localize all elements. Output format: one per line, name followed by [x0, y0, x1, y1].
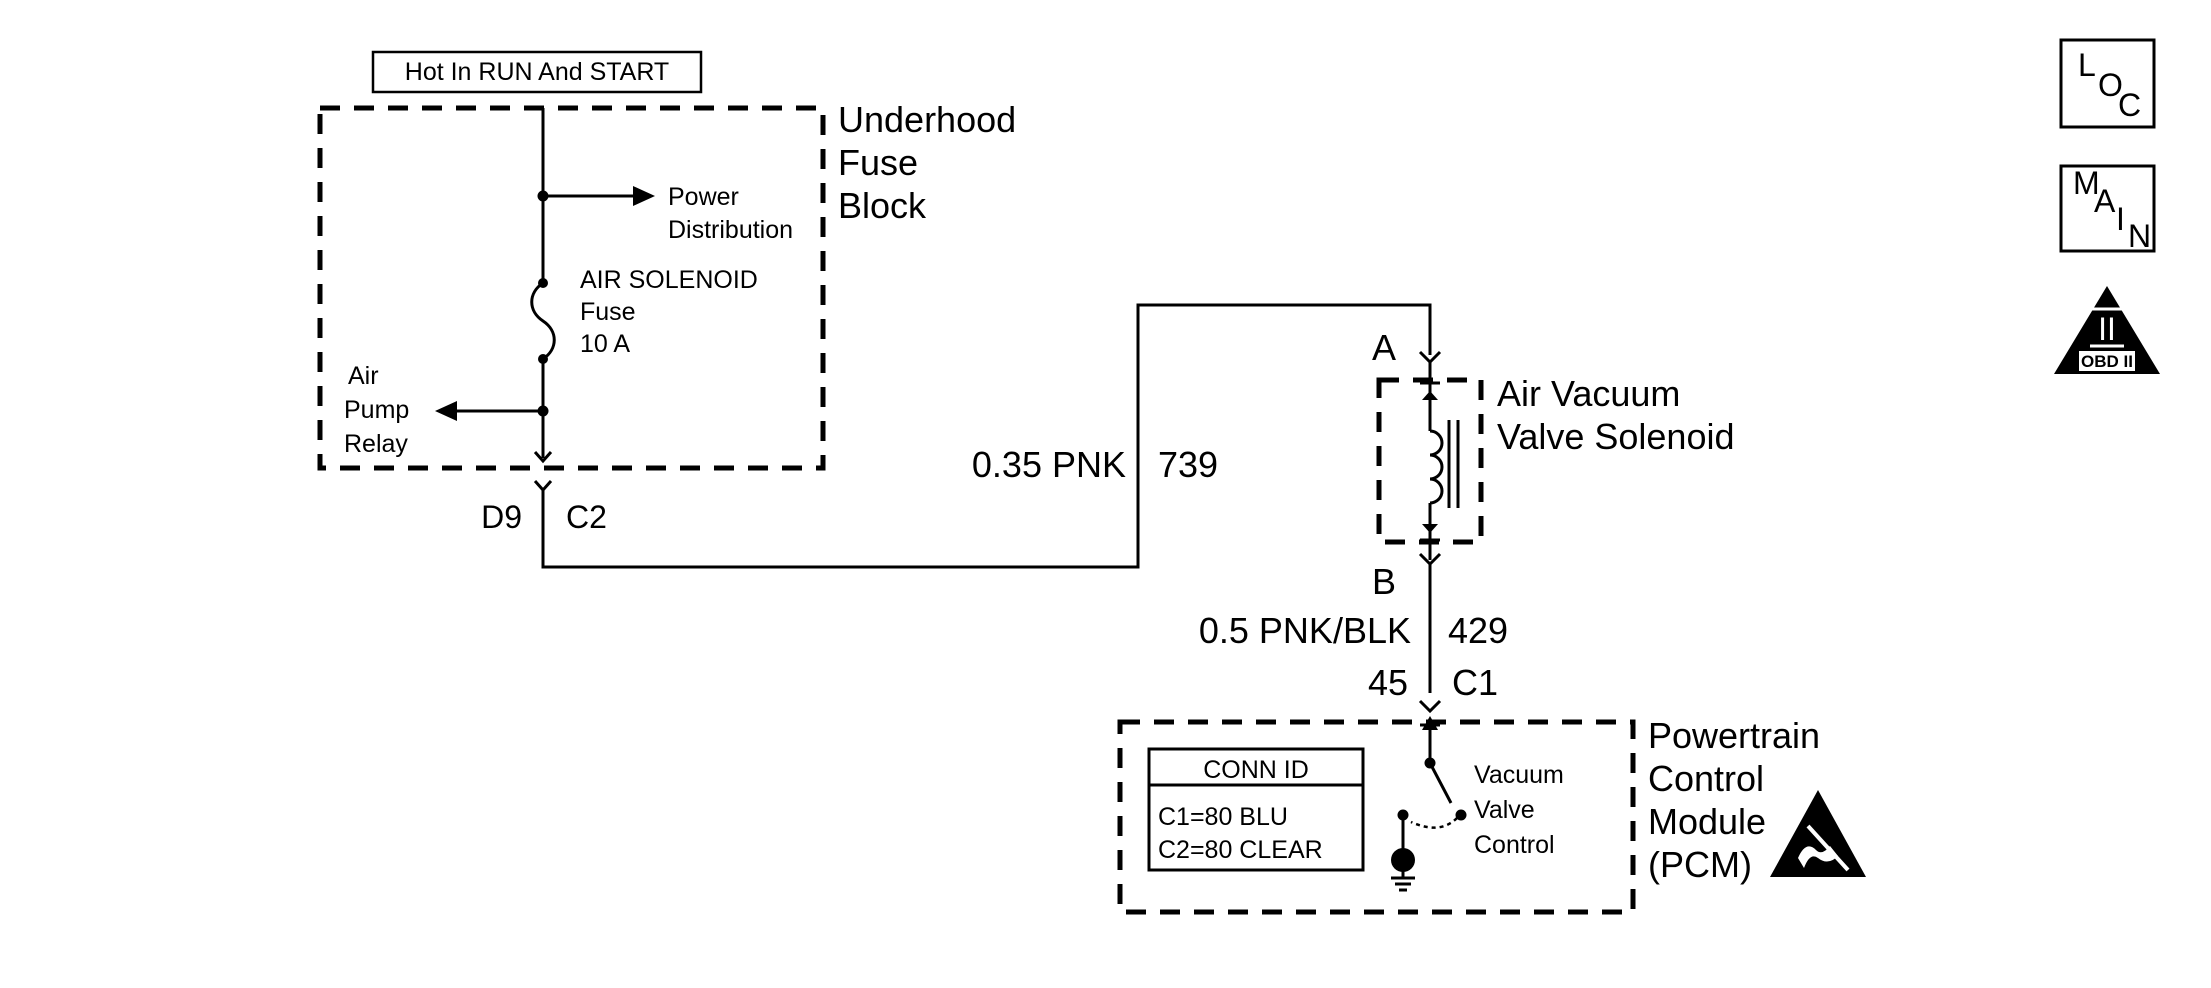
pcm-name-2: Control — [1648, 758, 1764, 799]
relay-line3: Relay — [344, 430, 408, 458]
pcm-term-arrow-icon — [1422, 716, 1438, 730]
obd-label: OBD II — [2081, 352, 2133, 371]
pcm-switch-pivot — [1455, 809, 1467, 821]
pcm-outline — [1117, 719, 1636, 915]
hot-in-label-box: Hot In RUN And START — [371, 50, 703, 94]
hot-in-label: Hot In RUN And START — [405, 58, 669, 86]
pcm-ground-node — [1391, 848, 1415, 872]
pcm-name-4: (PCM) — [1648, 844, 1752, 885]
main-letter-i: I — [2116, 201, 2125, 237]
c2-pin: D9 — [481, 499, 522, 535]
fuse-icon — [530, 281, 556, 361]
conn-id-line1: C1=80 BLU — [1158, 803, 1288, 831]
relay-arrow-icon — [435, 401, 457, 421]
fuse-line2: Fuse — [580, 298, 636, 326]
pcm-name-1: Powertrain — [1648, 715, 1820, 756]
pcm-name-3: Module — [1648, 801, 1766, 842]
power-dist-line1: Power — [668, 183, 739, 211]
loc-letter-c: C — [2118, 87, 2141, 123]
c2-female-icon — [533, 451, 553, 464]
pcm-switch-blade — [1428, 762, 1453, 804]
solenoid-pin-a: A — [1372, 327, 1396, 368]
wire-739 — [541, 303, 1432, 569]
main-letter-a: A — [2094, 183, 2116, 219]
c2-name: C2 — [566, 499, 607, 535]
fuse-block-name-2: Fuse — [838, 142, 918, 183]
c1-name: C1 — [1452, 662, 1498, 703]
loc-letter-o: O — [2098, 67, 2123, 103]
wire-429-circuit: 429 — [1448, 610, 1508, 651]
fuse-block-name-1: Underhood — [838, 99, 1016, 140]
wire-739-gauge-color: 0.35 PNK — [972, 444, 1126, 485]
c1-female-icon — [1418, 699, 1442, 714]
solenoid-coil-icon — [1429, 429, 1444, 505]
loc-icon[interactable]: L O C — [2059, 38, 2156, 129]
relay-line2: Pump — [344, 396, 409, 424]
main-icon[interactable]: M A I N — [2059, 164, 2156, 254]
fuse-line3: 10 A — [580, 330, 630, 358]
pcm-control-link — [1410, 817, 1458, 829]
conn-id-title: CONN ID — [1203, 756, 1309, 784]
c2-male-icon — [533, 480, 553, 493]
fuse-line1: AIR SOLENOID — [580, 266, 758, 294]
pcm-control-line2: Valve — [1474, 796, 1535, 824]
main-letter-m: M — [2073, 165, 2100, 201]
conn-id-line2: C2=80 CLEAR — [1158, 836, 1323, 864]
esd-warning-icon — [1770, 790, 1866, 877]
obd-ii-icon[interactable]: II OBD II — [2054, 286, 2160, 374]
wire-739-circuit: 739 — [1158, 444, 1218, 485]
pcm-control-line3: Control — [1474, 831, 1555, 859]
solenoid-term-b-arrow-icon — [1422, 524, 1438, 533]
power-dist-arrow-icon — [633, 186, 655, 206]
solenoid-name-2: Valve Solenoid — [1497, 416, 1735, 457]
pcm-control-line1: Vacuum — [1474, 761, 1564, 789]
power-dist-line2: Distribution — [668, 216, 793, 244]
underhood-fuse-block-outline — [317, 105, 826, 471]
fuse-block-name-3: Block — [838, 185, 927, 226]
wire-429-gauge-color: 0.5 PNK/BLK — [1199, 610, 1411, 651]
relay-line1: Air — [348, 362, 379, 390]
solenoid-pin-b: B — [1372, 561, 1396, 602]
conn-id-box: CONN ID C1=80 BLU C2=80 CLEAR — [1147, 747, 1365, 872]
loc-letter-l: L — [2078, 47, 2096, 83]
c1-pin: 45 — [1368, 662, 1408, 703]
obd-numeral: II — [2098, 311, 2116, 347]
solenoid-name-1: Air Vacuum — [1497, 373, 1680, 414]
main-letter-n: N — [2128, 218, 2151, 254]
